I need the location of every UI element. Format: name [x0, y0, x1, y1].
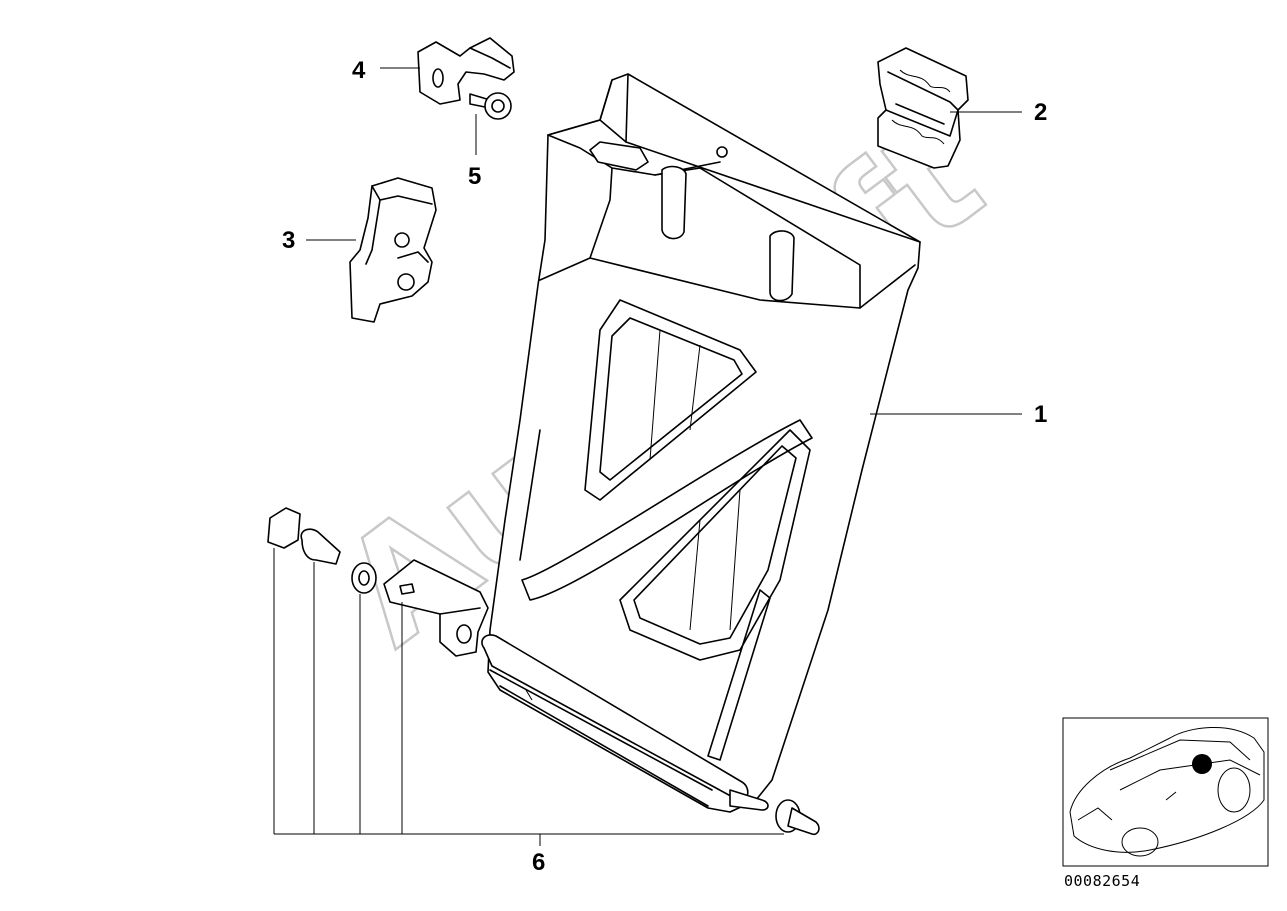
callout-2: 2 [1034, 99, 1047, 126]
callout-3: 3 [282, 227, 295, 254]
locator-inset [1062, 717, 1269, 867]
callout-6: 6 [532, 849, 545, 876]
callout-5: 5 [468, 163, 481, 190]
leader-lines [273, 67, 1022, 846]
callout-labels: 1 2 3 4 5 6 [282, 57, 1047, 876]
callout-1: 1 [1034, 401, 1047, 428]
part-3-bracket[interactable] [349, 177, 437, 323]
part-2-cover[interactable] [877, 47, 969, 169]
part-1-backrest-frame[interactable] [481, 73, 921, 813]
callout-4: 4 [352, 57, 366, 84]
part-5-bolt[interactable] [469, 92, 512, 120]
location-marker-icon [1192, 754, 1212, 774]
car-outline-icon [1069, 727, 1265, 857]
diagram-part-number: 00082654 [1064, 872, 1140, 890]
part-6-hinge-kit[interactable] [267, 507, 820, 836]
part-4-clip[interactable] [417, 37, 515, 105]
